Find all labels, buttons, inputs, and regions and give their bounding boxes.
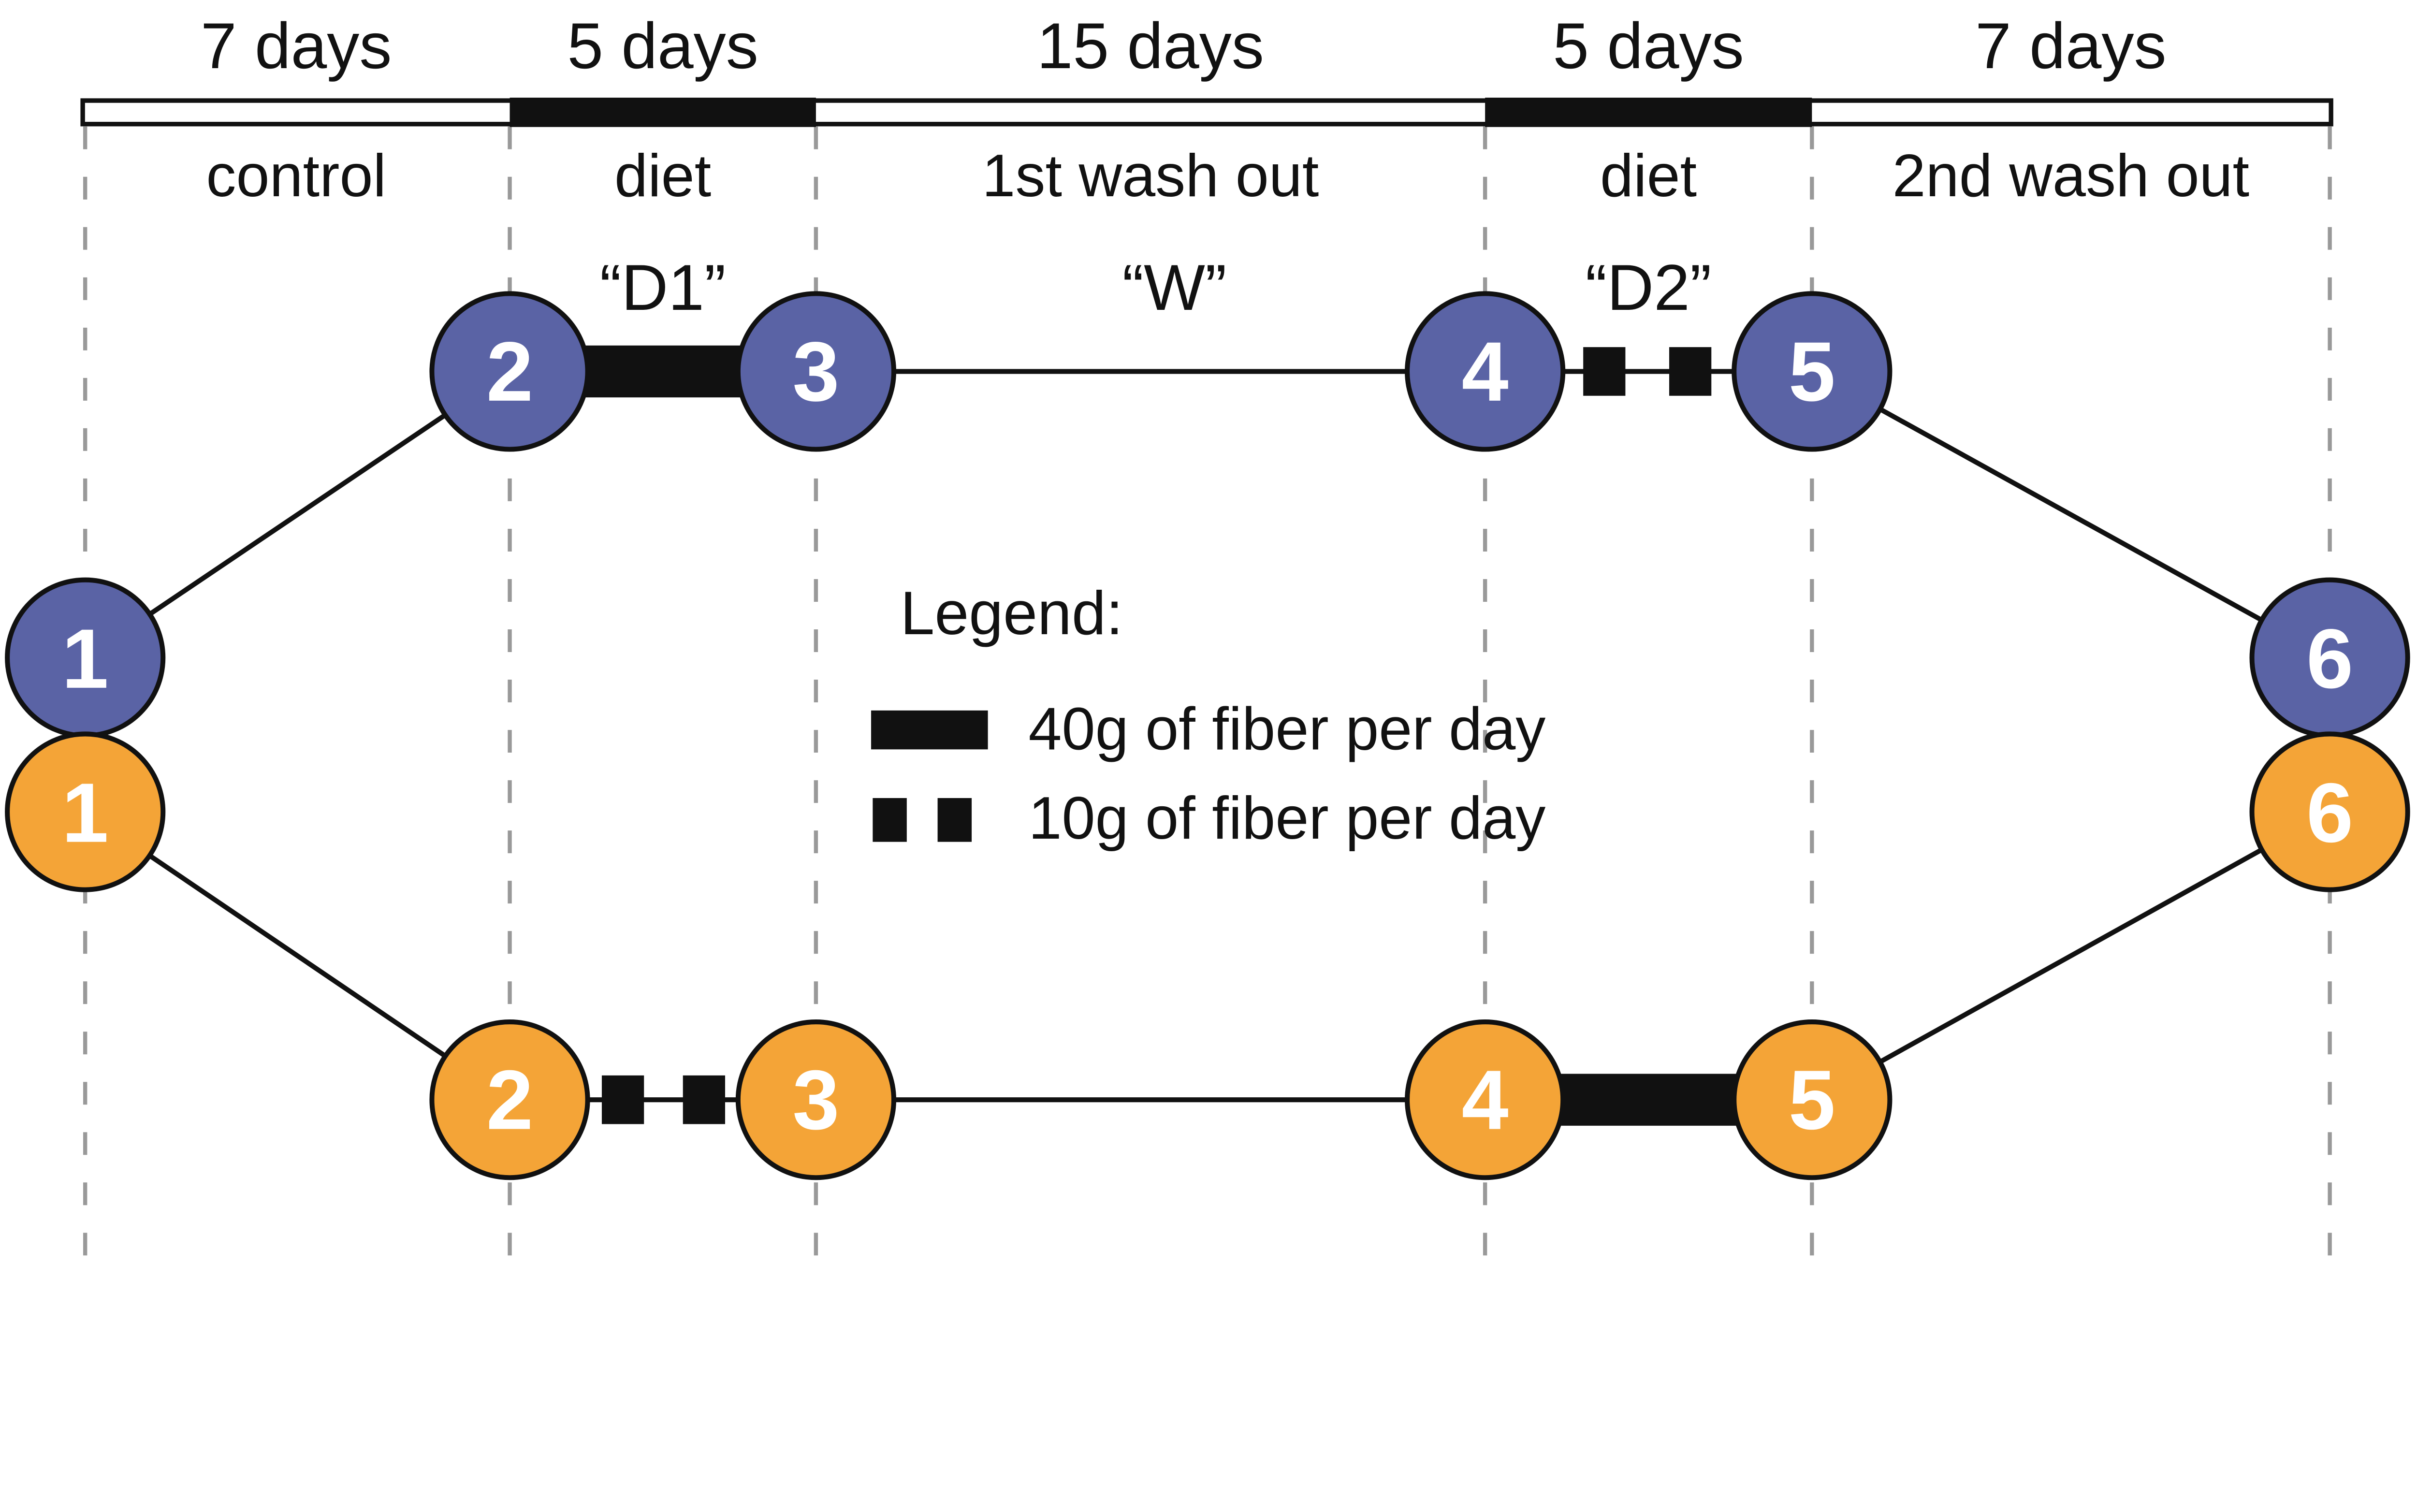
phase-labels: control diet 1st wash out diet 2nd wash … bbox=[206, 143, 2249, 209]
edge-top-1-2 bbox=[84, 369, 511, 660]
duration-label-washout1: 15 days bbox=[1037, 10, 1264, 82]
fiber-10g-square2-top-4-5 bbox=[1669, 347, 1712, 396]
visit-number: 1 bbox=[62, 766, 109, 860]
arm-top-nodes: 1 2 3 4 5 6 bbox=[5, 291, 2410, 738]
legend-title: Legend: bbox=[900, 579, 1123, 648]
edge-bottom-5-6 bbox=[1810, 810, 2331, 1102]
fiber-10g-square2-bottom-2-3 bbox=[683, 1075, 726, 1124]
code-label-d1: “D1” bbox=[600, 251, 726, 324]
duration-labels: 7 days 5 days 15 days 5 days 7 days bbox=[201, 10, 2167, 82]
visit-number: 1 bbox=[62, 611, 109, 706]
phase-label-washout2: 2nd wash out bbox=[1893, 143, 2250, 209]
code-label-d2: “D2” bbox=[1586, 251, 1712, 324]
visit-number: 5 bbox=[1789, 324, 1835, 419]
visit-number: 2 bbox=[486, 1053, 533, 1147]
visit-number: 2 bbox=[486, 324, 533, 419]
phase-label-control: control bbox=[206, 143, 386, 209]
visit-node-bottom-3 bbox=[735, 1019, 897, 1180]
study-design-figure: 7 days 5 days 15 days 5 days 7 days cont… bbox=[5, 9, 2410, 1269]
visit-number: 3 bbox=[792, 324, 839, 419]
edge-top-5-6 bbox=[1810, 369, 2331, 660]
diet2-bar-segment bbox=[1485, 98, 1812, 127]
visit-node-top-3 bbox=[735, 291, 897, 452]
phase-label-diet1: diet bbox=[614, 143, 711, 209]
visit-node-bottom-6 bbox=[2249, 731, 2410, 892]
duration-label-washout2: 7 days bbox=[1975, 10, 2166, 82]
visit-node-bottom-5 bbox=[1732, 1019, 1893, 1180]
visit-node-bottom-4 bbox=[1405, 1019, 1566, 1180]
visit-number: 3 bbox=[792, 1053, 839, 1147]
legend-40g-swatch bbox=[871, 710, 988, 750]
code-label-w: “W” bbox=[1122, 251, 1226, 324]
visit-node-bottom-1 bbox=[5, 731, 166, 892]
legend-item-label: 40g of fiber per day bbox=[1029, 696, 1546, 762]
arm-bottom-nodes: 1 2 3 4 5 6 bbox=[5, 731, 2410, 1180]
phase-label-diet2: diet bbox=[1600, 143, 1697, 209]
visit-number: 4 bbox=[1462, 1053, 1509, 1147]
fiber-10g-square1-bottom-2-3 bbox=[601, 1075, 644, 1124]
legend: Legend: 40g of fiber per day 10g of fibe… bbox=[871, 579, 1545, 852]
duration-label-diet1: 5 days bbox=[567, 10, 758, 82]
diet1-bar-segment bbox=[510, 98, 816, 127]
connector-edges bbox=[84, 369, 2331, 1103]
visit-number: 6 bbox=[2306, 611, 2353, 706]
fiber-10g-square1-top-4-5 bbox=[1583, 347, 1626, 396]
duration-label-control: 7 days bbox=[201, 10, 392, 82]
visit-node-bottom-2 bbox=[429, 1019, 590, 1180]
phase-label-washout1: 1st wash out bbox=[982, 143, 1319, 209]
visit-node-top-4 bbox=[1405, 291, 1566, 452]
legend-10g-swatch-square2 bbox=[937, 798, 972, 842]
visit-node-top-5 bbox=[1732, 291, 1893, 452]
visit-number: 6 bbox=[2306, 766, 2353, 860]
legend-10g-swatch-square1 bbox=[873, 798, 907, 842]
legend-item-label: 10g of fiber per day bbox=[1029, 785, 1546, 852]
visit-node-top-2 bbox=[429, 291, 590, 452]
timeline-bar bbox=[80, 98, 2333, 127]
timeline-bar-outline bbox=[80, 98, 2333, 127]
visit-number: 4 bbox=[1462, 324, 1509, 419]
duration-label-diet2: 5 days bbox=[1553, 10, 1744, 82]
interval-code-labels: “D1” “W” “D2” bbox=[600, 251, 1712, 324]
study-design-canvas: 7 days 5 days 15 days 5 days 7 days cont… bbox=[5, 10, 2410, 1269]
edge-bottom-1-2 bbox=[84, 810, 511, 1102]
visit-number: 5 bbox=[1789, 1053, 1835, 1147]
